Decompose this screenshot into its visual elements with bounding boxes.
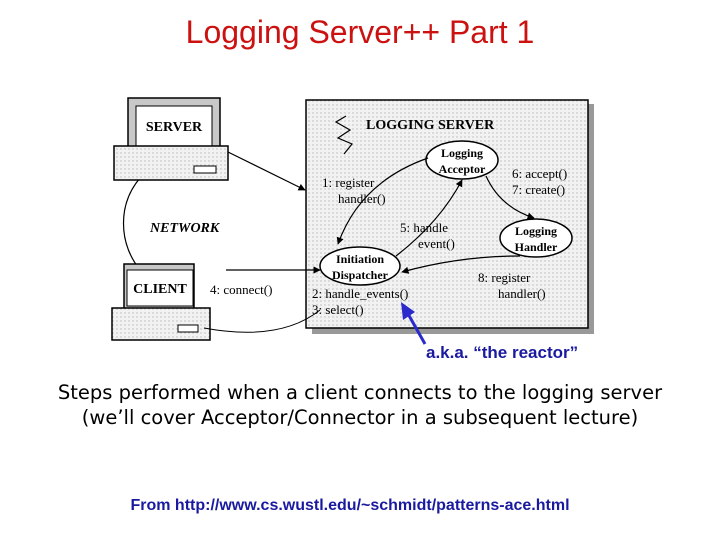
reactor-pointer-arrow <box>401 302 427 345</box>
network-label: NETWORK <box>149 221 221 236</box>
logging-server-label: LOGGING SERVER <box>366 118 495 133</box>
step-8-line-2: handler() <box>498 286 546 301</box>
step-2: 2: handle_events() <box>312 286 408 301</box>
acceptor-line-1: Logging <box>441 146 483 160</box>
client-label: CLIENT <box>133 282 187 297</box>
client-computer: CLIENT <box>111 263 211 341</box>
description-line-2: (we’ll cover Acceptor/Connector in a sub… <box>81 406 639 429</box>
step-5-line-2: event() <box>418 236 455 251</box>
reactor-note: a.k.a. “the reactor” <box>426 343 579 362</box>
source-link[interactable]: From http://www.cs.wustl.edu/~schmidt/pa… <box>130 497 570 514</box>
dispatcher-line-1: Initiation <box>336 252 384 266</box>
step-4: 4: connect() <box>210 282 272 297</box>
dispatcher-line-2: Dispatcher <box>332 268 389 282</box>
handler-line-1: Logging <box>515 224 557 238</box>
page-title: Logging Server++ Part 1 <box>185 14 535 50</box>
server-computer: SERVER <box>113 97 229 181</box>
logging-handler <box>499 218 573 258</box>
step-7: 7: create() <box>512 182 565 197</box>
step-8-line-1: 8: register <box>478 270 531 285</box>
initiation-dispatcher <box>319 246 401 286</box>
network-link <box>123 177 141 271</box>
description: Steps performed when a client connects t… <box>0 380 720 430</box>
step-6: 6: accept() <box>512 166 567 181</box>
step-5-line-1: 5: handle <box>400 220 448 235</box>
handler-line-2: Handler <box>515 240 558 254</box>
description-line-1: Steps performed when a client connects t… <box>57 381 663 404</box>
logging-acceptor <box>425 140 499 180</box>
step-1-line-1: 1: register <box>322 175 375 190</box>
acceptor-line-2: Acceptor <box>439 162 486 176</box>
server-label: SERVER <box>146 120 203 135</box>
step-1-line-2: handler() <box>338 191 386 206</box>
logging-server-diagram: SERVER CLIENT NETWORK LOGGING SERVER Log… <box>111 97 594 341</box>
step-3: 3: select() <box>312 302 364 317</box>
